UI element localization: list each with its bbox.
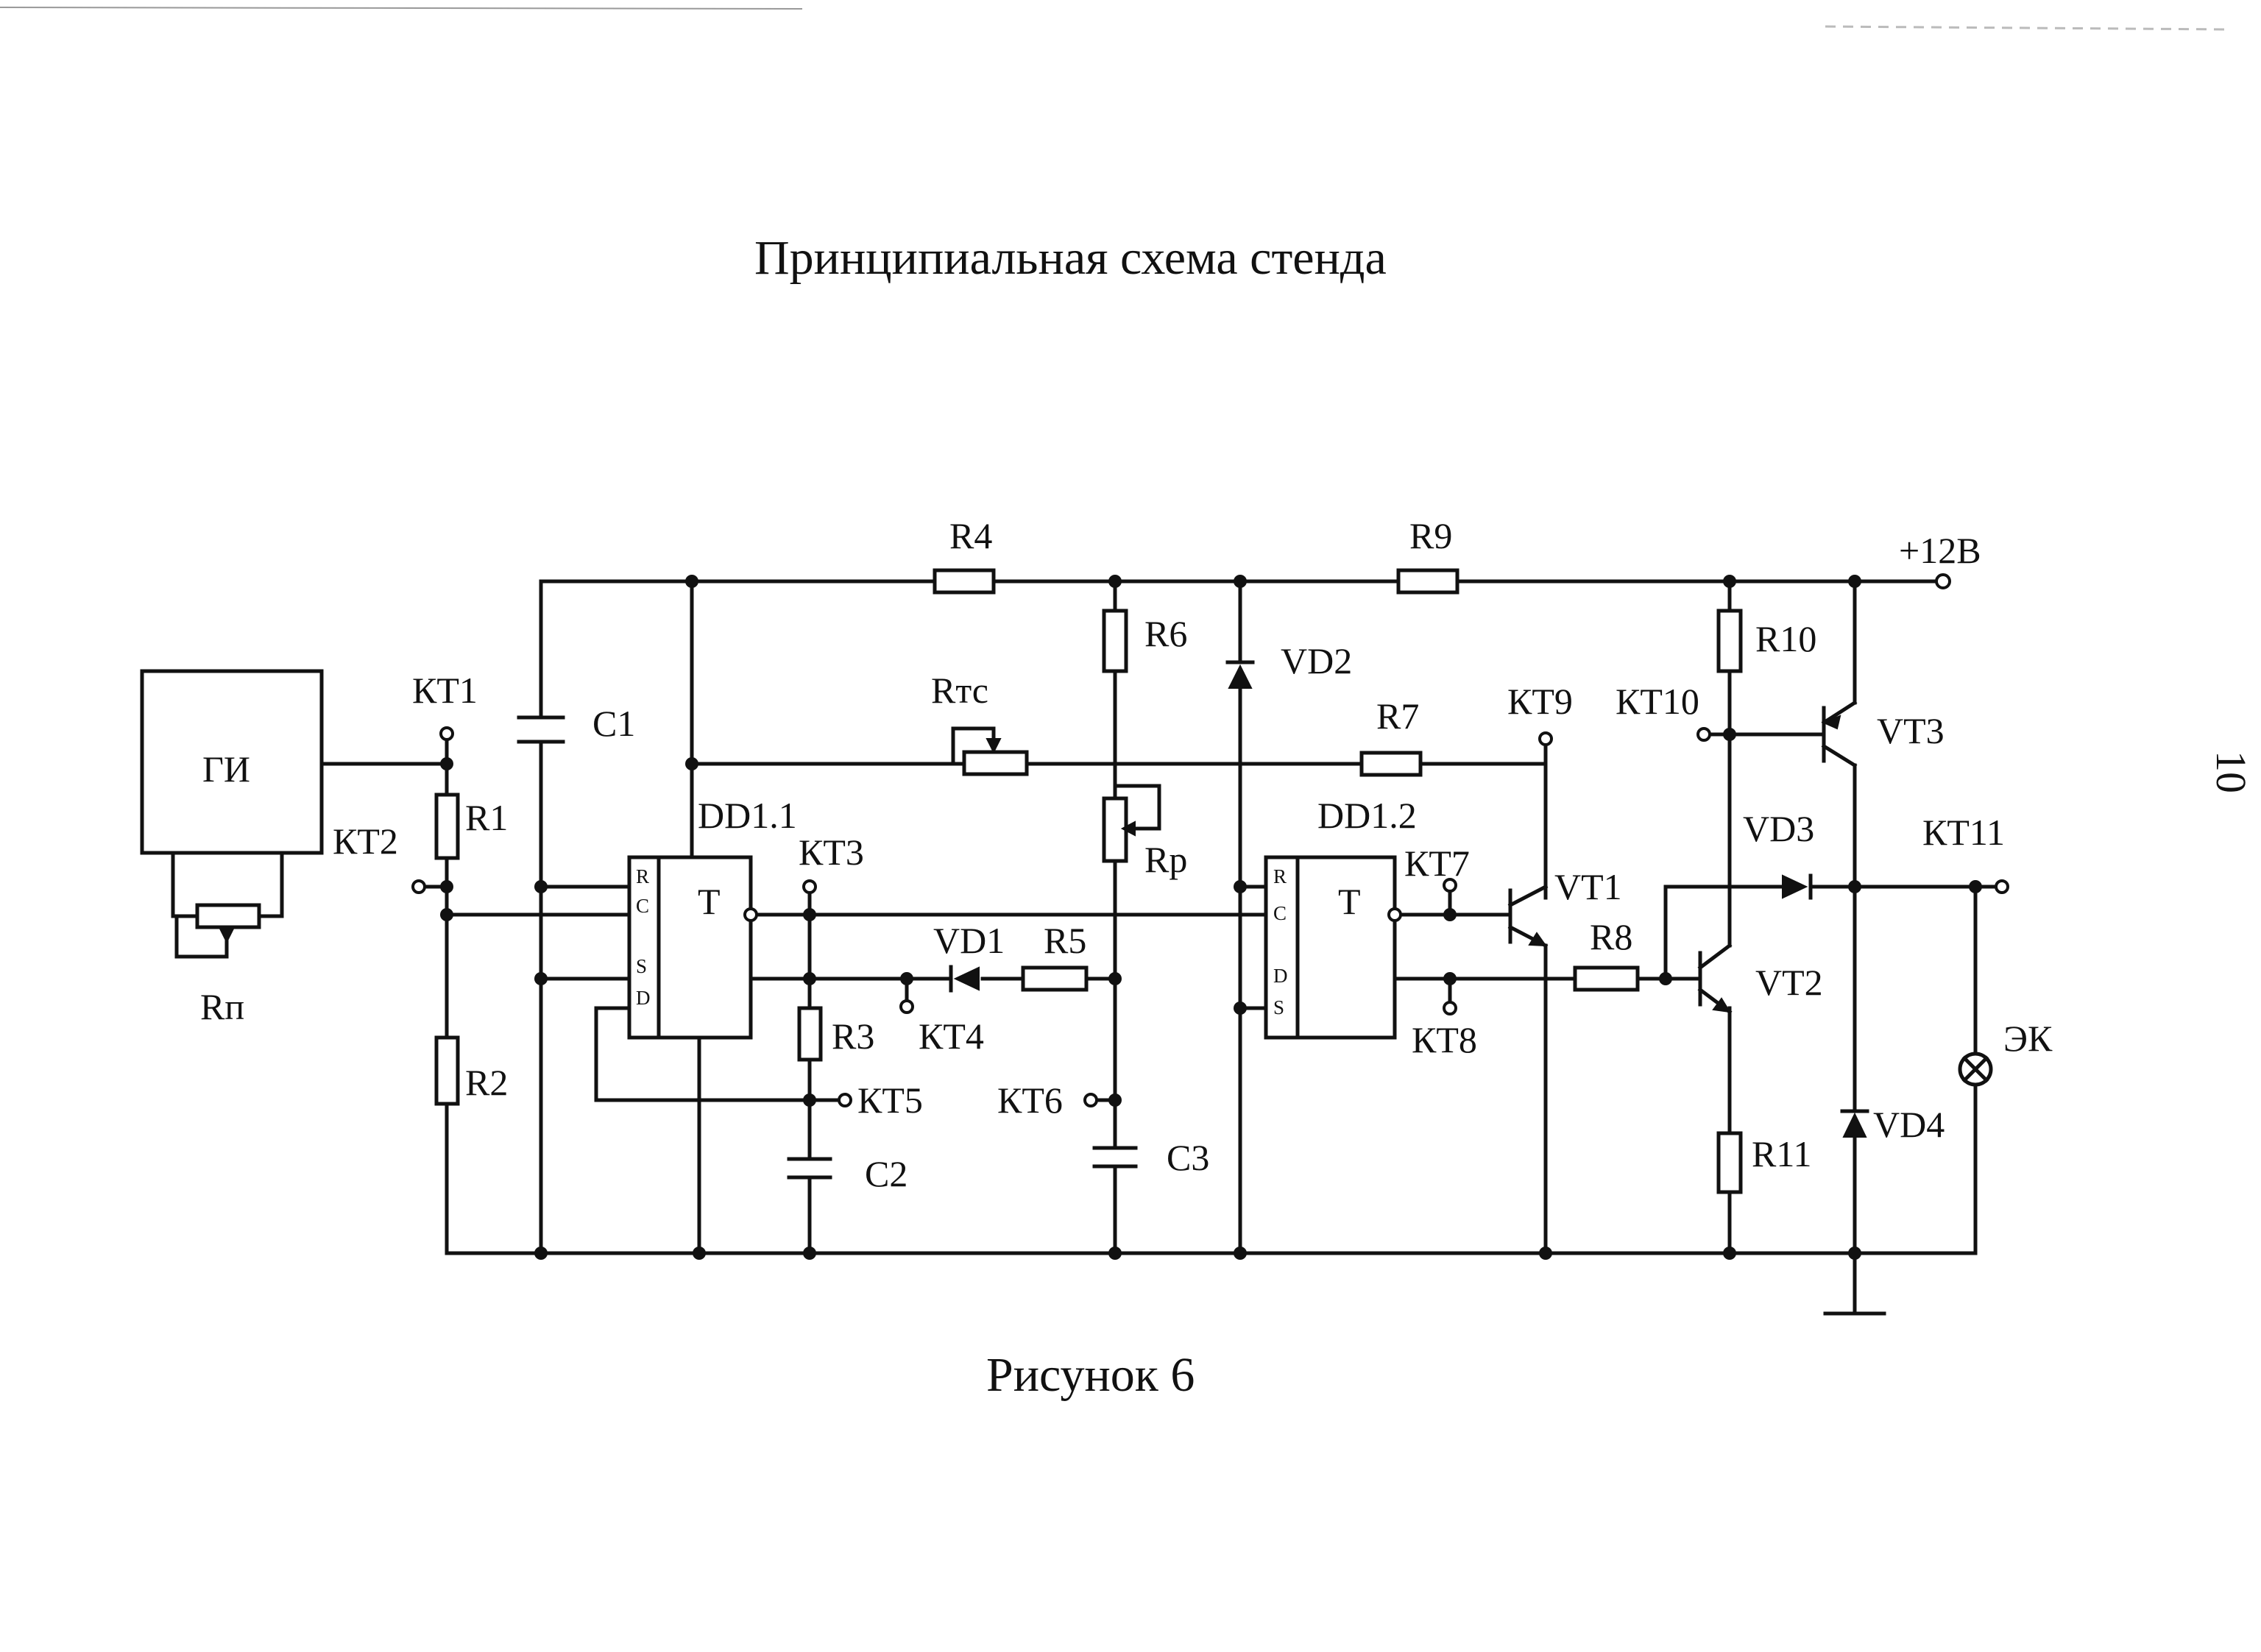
r7-resistor xyxy=(1359,751,1423,777)
dd1-1-pin-d: D xyxy=(636,987,651,1009)
r8-label: R8 xyxy=(1590,916,1632,957)
r6-resistor xyxy=(1102,609,1128,673)
r6-label: R6 xyxy=(1144,613,1187,654)
kt9-label: КТ9 xyxy=(1507,681,1573,722)
r11-label: R11 xyxy=(1752,1133,1812,1174)
kt6-label: КТ6 xyxy=(997,1080,1063,1121)
lamp-label: ЭК xyxy=(2003,1018,2053,1059)
kt4-label: КТ4 xyxy=(919,1015,984,1057)
test-point-kt1 xyxy=(439,726,454,741)
r9-resistor xyxy=(1396,568,1459,595)
r7-label: R7 xyxy=(1376,695,1419,737)
r10-label: R10 xyxy=(1755,618,1816,659)
vd3-diode xyxy=(1782,874,1808,899)
kt3-label: КТ3 xyxy=(799,832,864,873)
dd1-1-func: T xyxy=(698,881,721,922)
dd1-2-func: T xyxy=(1338,881,1361,922)
r8-resistor xyxy=(1573,965,1640,992)
rtc-label: Rтс xyxy=(931,670,988,711)
test-point-kt10 xyxy=(1696,727,1711,742)
rp-label: Rр xyxy=(1144,839,1187,880)
vd2-diode xyxy=(1228,664,1253,689)
r5-resistor xyxy=(1021,965,1089,992)
vd1-label: VD1 xyxy=(933,920,1005,961)
rn-variable-resistor xyxy=(195,903,261,929)
test-point-kt6 xyxy=(1083,1093,1098,1107)
r2-resistor xyxy=(434,1035,460,1106)
kt2-label: КТ2 xyxy=(333,820,398,862)
vd1-diode xyxy=(953,966,980,991)
test-point-kt7 xyxy=(1443,878,1457,893)
vd2-label: VD2 xyxy=(1281,640,1352,681)
dd1-2-pin-d: D xyxy=(1273,965,1288,987)
vd4-diode xyxy=(1842,1112,1867,1138)
r1-resistor xyxy=(434,793,460,860)
rtc-variable-resistor xyxy=(962,750,1029,776)
junction-dots xyxy=(440,575,1982,1260)
r4-resistor xyxy=(933,568,996,595)
kt7-label: КТ7 xyxy=(1404,843,1470,884)
r4-label: R4 xyxy=(949,515,992,556)
dd1-2-pin-c: C xyxy=(1273,902,1287,924)
dd1-1-pin-r: R xyxy=(636,865,649,887)
dd1-2-label: DD1.2 xyxy=(1317,795,1417,836)
r1-label: R1 xyxy=(465,797,508,838)
test-point-kt11 xyxy=(1995,879,2009,894)
r9-label: R9 xyxy=(1409,515,1452,556)
r10-resistor xyxy=(1716,609,1743,673)
vt1-label: VT1 xyxy=(1554,866,1622,907)
rn-label: Rп xyxy=(200,986,244,1027)
kt10-label: КТ10 xyxy=(1616,681,1699,722)
kt1-label: КТ1 xyxy=(412,670,478,711)
c2-label: C2 xyxy=(865,1153,907,1194)
vt2-label: VT2 xyxy=(1755,962,1823,1003)
kt5-label: КТ5 xyxy=(857,1080,923,1121)
vt3-label: VT3 xyxy=(1877,710,1945,751)
page-title: Принципиальная схема стенда xyxy=(754,231,1387,285)
c1-label: C1 xyxy=(592,703,635,744)
kt11-label: КТ11 xyxy=(1922,812,2005,853)
r11-resistor xyxy=(1716,1131,1743,1194)
vd3-label: VD3 xyxy=(1743,808,1814,849)
generator-label: ГИ xyxy=(202,748,250,790)
test-point-kt3 xyxy=(802,879,817,894)
dd1-2-pin-s: S xyxy=(1273,996,1284,1018)
pulse-generator-block xyxy=(140,669,324,855)
trigger-dd1-1 xyxy=(627,855,753,1040)
vd4-label: VD4 xyxy=(1873,1104,1945,1145)
r2-label: R2 xyxy=(465,1062,508,1103)
test-point-kt9 xyxy=(1538,731,1553,746)
r5-label: R5 xyxy=(1044,920,1086,961)
r3-label: R3 xyxy=(832,1015,874,1057)
test-point-kt5 xyxy=(838,1093,852,1107)
page-number: 10 xyxy=(2207,751,2255,793)
trigger-dd1-2 xyxy=(1264,855,1397,1040)
kt8-label: КТ8 xyxy=(1412,1019,1477,1060)
rp-variable-resistor xyxy=(1102,796,1128,863)
dd1-1-pin-s: S xyxy=(636,955,647,977)
dd1-1-label: DD1.1 xyxy=(698,795,797,836)
dd1-2-pin-r: R xyxy=(1273,865,1287,887)
dd1-1-pin-c: C xyxy=(636,895,649,917)
c3-label: C3 xyxy=(1167,1137,1209,1178)
supply-label: +12В xyxy=(1899,530,1981,571)
r3-resistor xyxy=(797,1006,823,1062)
test-point-kt4 xyxy=(899,999,914,1014)
test-point-kt2 xyxy=(411,879,426,894)
test-point-kt8 xyxy=(1443,1001,1457,1015)
figure-caption: Рисунок 6 xyxy=(986,1348,1195,1402)
